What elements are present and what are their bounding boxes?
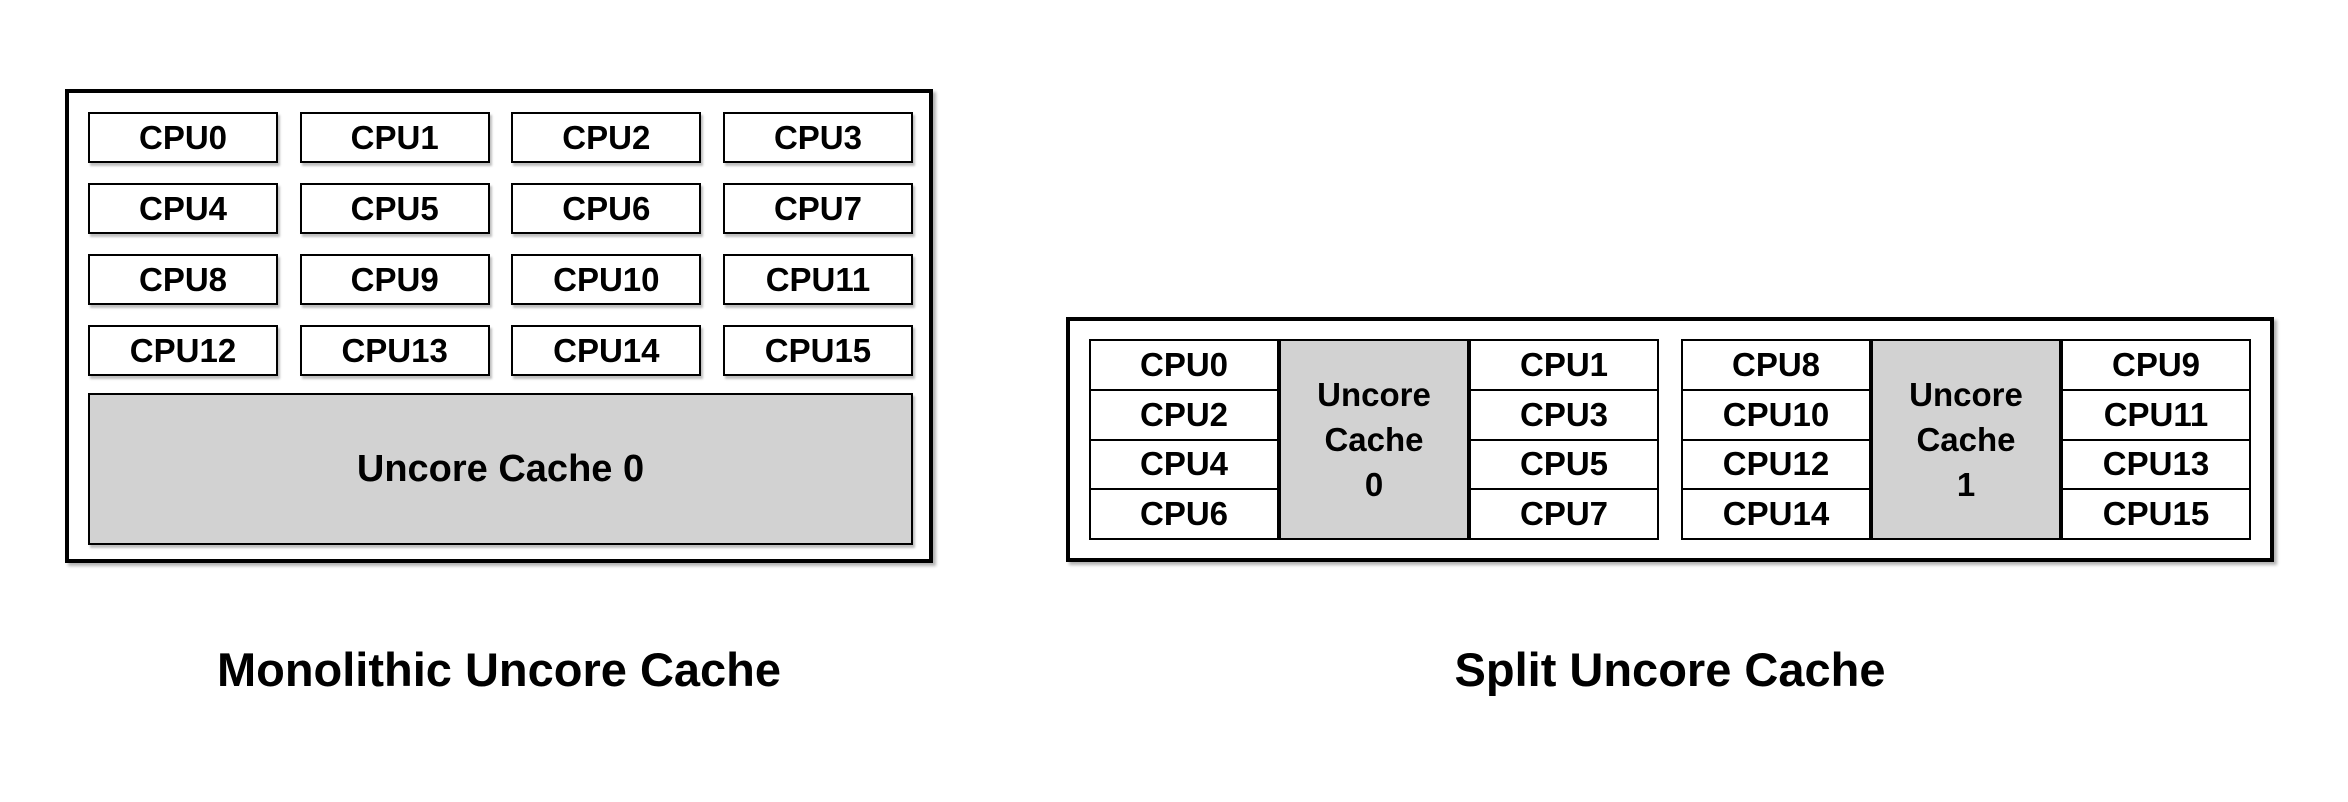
cpu-cluster-0: CPU0 CPU2 CPU4 CPU6 Uncore Cache 0 CPU1 … [1089, 339, 1659, 540]
mono-cpu-box-7: CPU7 [722, 183, 913, 234]
split-cpu-cell-cpu8: CPU8 [1681, 339, 1871, 391]
mono-cpu-box-1: CPU1 [299, 112, 490, 163]
monolithic-diagram-panel: CPU0 CPU1 CPU2 CPU3 CPU4 CPU5 CPU6 CPU7 … [65, 89, 933, 563]
mono-cpu-box-9: CPU9 [299, 254, 490, 305]
split-cpu-cell-cpu2: CPU2 [1089, 388, 1279, 441]
split-cpu-cell-cpu5: CPU5 [1469, 438, 1659, 491]
mono-cpu-box-13: CPU13 [299, 325, 490, 376]
cache-label-line: Uncore [1317, 376, 1431, 413]
mono-cpu-box-14: CPU14 [511, 325, 702, 376]
split-diagram-title: Split Uncore Cache [1454, 643, 1886, 696]
cache-label-line: Cache [1916, 421, 2016, 458]
split-diagram-panel: CPU0 CPU2 CPU4 CPU6 Uncore Cache 0 CPU1 … [1066, 317, 2274, 562]
uncore-cache-0-split-box: Uncore Cache 0 [1279, 339, 1469, 540]
mono-cpu-box-5: CPU5 [299, 183, 490, 234]
cpu-cluster-1: CPU8 CPU10 CPU12 CPU14 Uncore Cache 1 CP… [1681, 339, 2251, 540]
mono-cpu-box-10: CPU10 [511, 254, 702, 305]
split-cpu-cell-cpu13: CPU13 [2061, 438, 2251, 491]
mono-cpu-box-2: CPU2 [511, 112, 702, 163]
split-cpu-cell-cpu3: CPU3 [1469, 388, 1659, 441]
split-cpu-cell-cpu6: CPU6 [1089, 488, 1279, 540]
split-cpu-cell-cpu1: CPU1 [1469, 339, 1659, 391]
mono-cpu-box-3: CPU3 [722, 112, 913, 163]
cluster0-left-cpu-stack: CPU0 CPU2 CPU4 CPU6 [1089, 339, 1279, 540]
cluster1-right-cpu-stack: CPU9 CPU11 CPU13 CPU15 [2061, 339, 2251, 540]
mono-cpu-box-4: CPU4 [88, 183, 278, 234]
monolithic-cpu-grid: CPU0 CPU1 CPU2 CPU3 CPU4 CPU5 CPU6 CPU7 … [88, 112, 913, 376]
split-cpu-cell-cpu10: CPU10 [1681, 388, 1871, 441]
cache-label-line: Cache [1324, 421, 1424, 458]
split-cpu-cell-cpu4: CPU4 [1089, 438, 1279, 491]
split-cpu-cell-cpu15: CPU15 [2061, 488, 2251, 540]
split-cpu-cell-cpu14: CPU14 [1681, 488, 1871, 540]
mono-cpu-box-12: CPU12 [88, 325, 278, 376]
cache-label-line: 1 [1956, 466, 1976, 503]
monolithic-diagram-title: Monolithic Uncore Cache [216, 643, 782, 696]
uncore-cache-1-split-box: Uncore Cache 1 [1871, 339, 2061, 540]
split-cpu-cell-cpu12: CPU12 [1681, 438, 1871, 491]
uncore-cache-0-box: Uncore Cache 0 [88, 393, 913, 545]
split-cpu-cell-cpu11: CPU11 [2061, 388, 2251, 441]
split-cpu-cell-cpu9: CPU9 [2061, 339, 2251, 391]
cache-label-line: Uncore [1909, 376, 2023, 413]
cluster1-left-cpu-stack: CPU8 CPU10 CPU12 CPU14 [1681, 339, 1871, 540]
cache-label-line: 0 [1364, 466, 1384, 503]
mono-cpu-box-15: CPU15 [722, 325, 913, 376]
mono-cpu-box-8: CPU8 [88, 254, 278, 305]
mono-cpu-box-6: CPU6 [511, 183, 702, 234]
split-cpu-cell-cpu7: CPU7 [1469, 488, 1659, 540]
mono-cpu-box-11: CPU11 [722, 254, 913, 305]
mono-cpu-box-0: CPU0 [88, 112, 278, 163]
split-cpu-cell-cpu0: CPU0 [1089, 339, 1279, 391]
cluster0-right-cpu-stack: CPU1 CPU3 CPU5 CPU7 [1469, 339, 1659, 540]
